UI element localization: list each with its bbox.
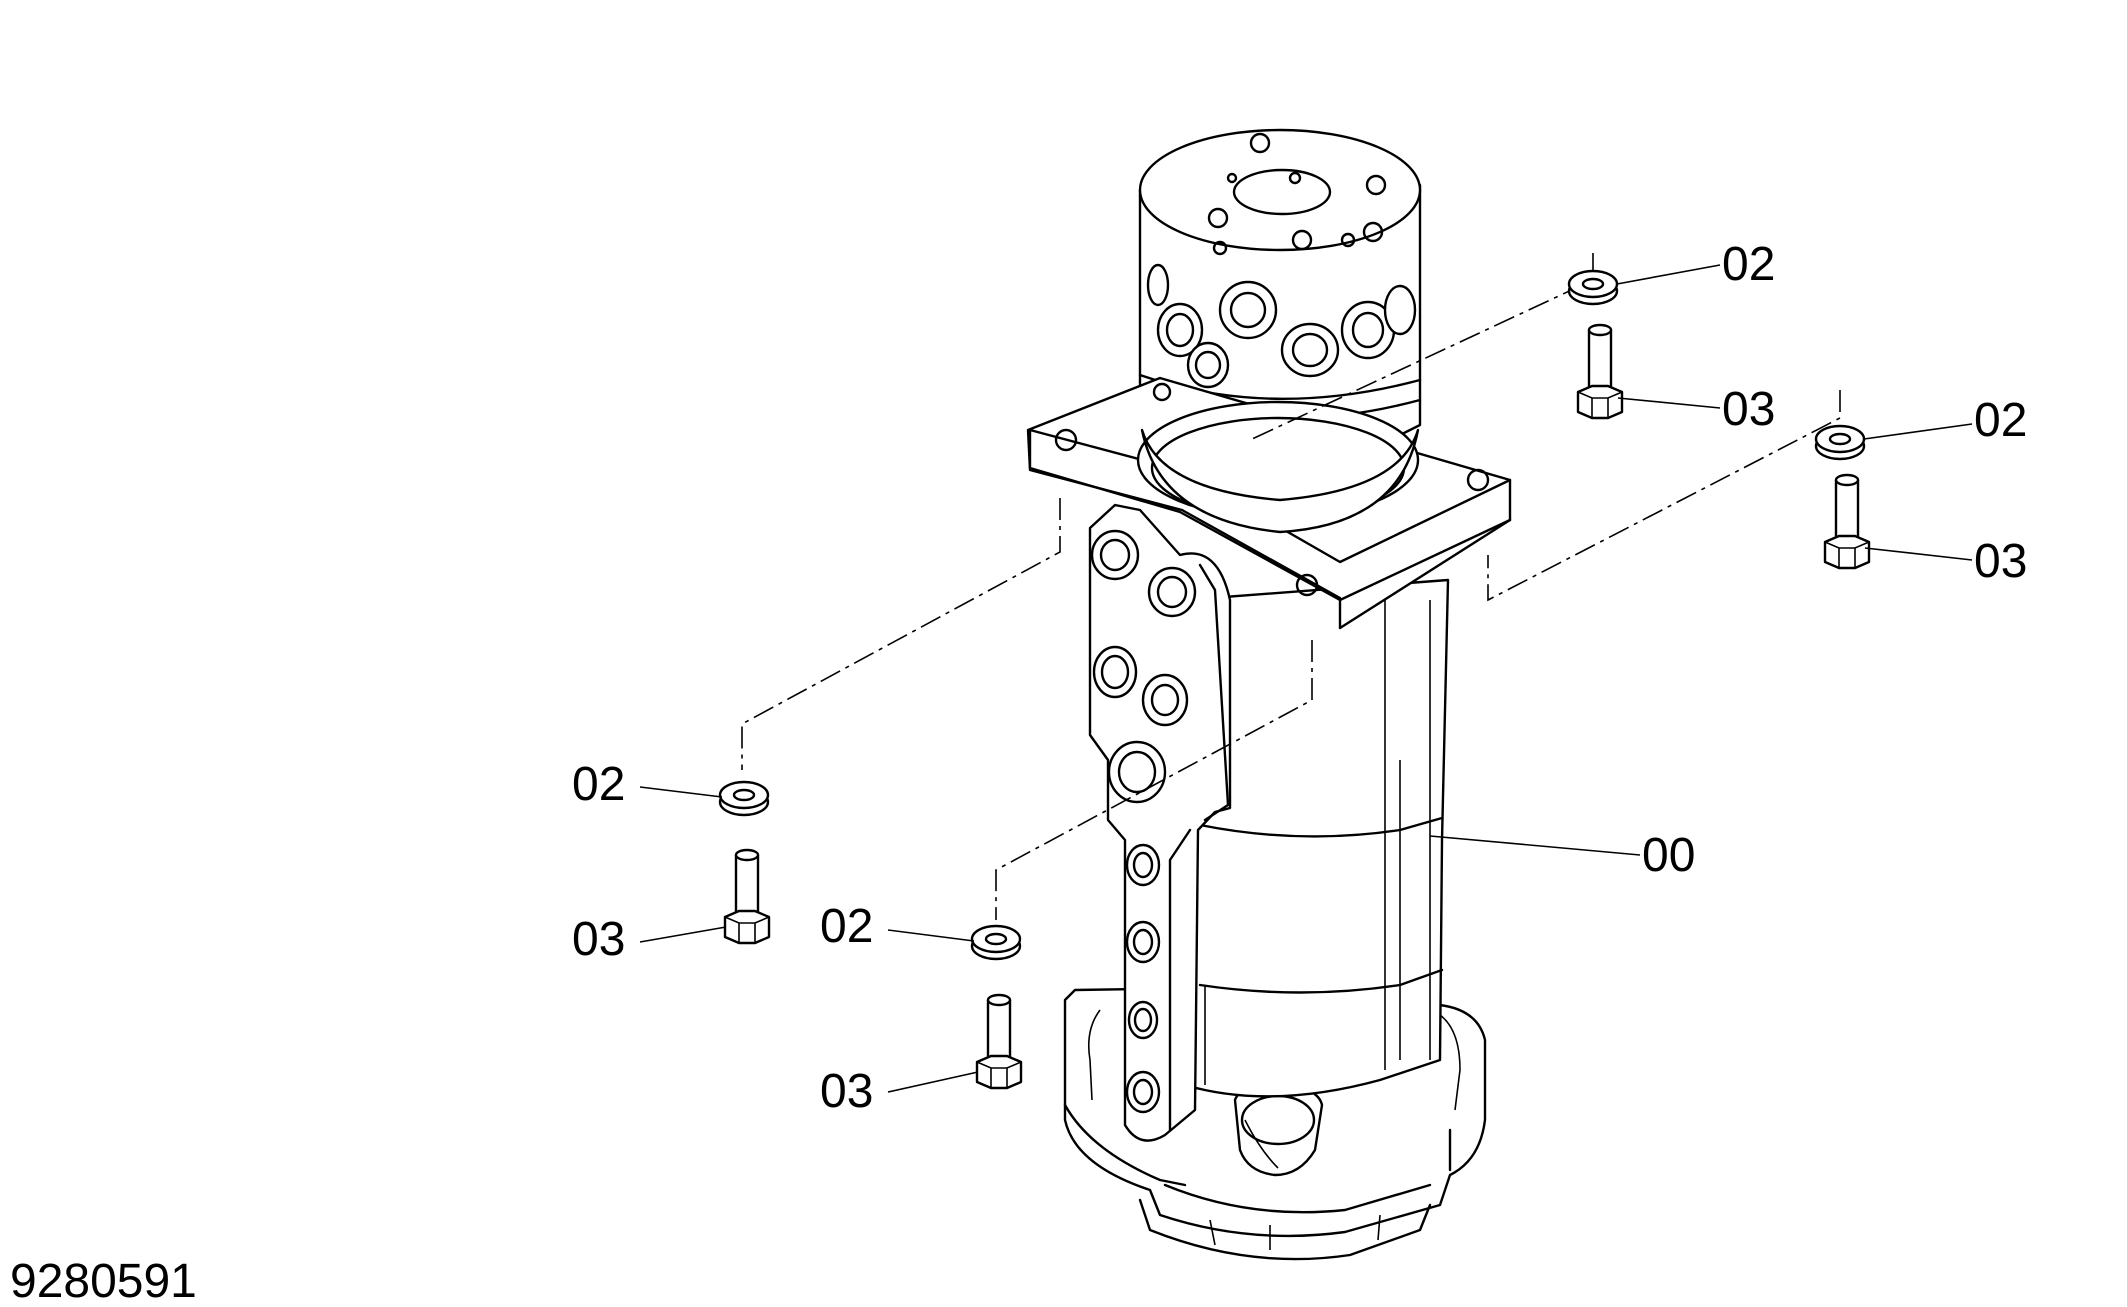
- drawing-number: 9280591: [10, 1255, 197, 1307]
- swivel-joint-body: [1026, 128, 1512, 1261]
- washer-left: [718, 780, 770, 817]
- bolt-left: [723, 848, 771, 945]
- callout-bolt-upper-right: 03: [1722, 383, 1775, 436]
- bolt-upper-right: [1576, 323, 1624, 420]
- callout-bolt-far-right: 03: [1974, 535, 2027, 588]
- callout-bolt-left: 03: [572, 913, 625, 966]
- mounting-flange: [1026, 376, 1512, 630]
- port-manifold-block: [1088, 503, 1232, 1142]
- callout-body: 00: [1642, 829, 1695, 882]
- bolt-far-right: [1823, 473, 1871, 570]
- callout-bolt-lower-center: 03: [820, 1065, 873, 1118]
- callout-washer-far-right: 02: [1974, 394, 2027, 447]
- callout-labels: 02 03 02 03 00 02 03 02 03: [572, 238, 2027, 1118]
- assembly-center-lines: [741, 253, 1841, 920]
- washer-lower-center: [970, 924, 1022, 961]
- callout-washer-lower-center: 02: [820, 900, 873, 953]
- callout-washer-left: 02: [572, 758, 625, 811]
- washer-far-right: [1814, 424, 1866, 461]
- washer-upper-right: [1567, 269, 1619, 306]
- leader-lines: [639, 264, 1973, 1093]
- cylinder-section: [1183, 578, 1450, 1098]
- bolt-lower-center: [975, 993, 1023, 1090]
- callout-washer-upper-right: 02: [1722, 238, 1775, 291]
